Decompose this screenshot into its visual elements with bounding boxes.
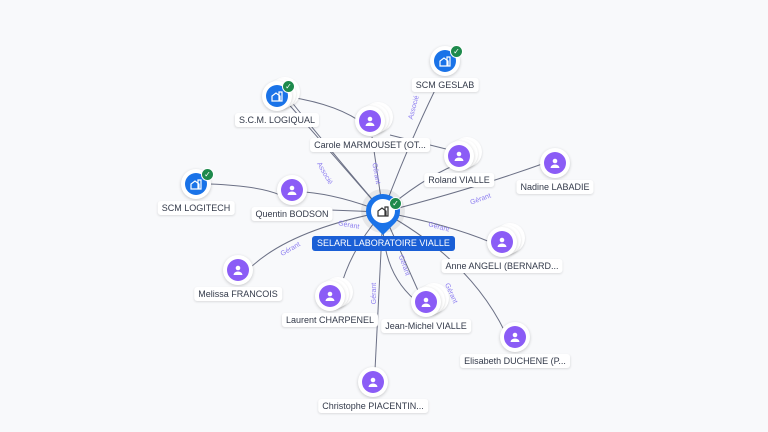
edge-nadine <box>382 162 546 213</box>
node-circle[interactable] <box>540 148 570 178</box>
center-node-label[interactable]: SELARL LABORATOIRE VIALLE <box>312 236 455 251</box>
node-circle[interactable] <box>262 81 292 111</box>
person-icon <box>319 285 341 307</box>
node-circle[interactable] <box>315 281 345 311</box>
node-label[interactable]: SCM GESLAB <box>411 78 479 92</box>
node-label[interactable]: Roland VIALLE <box>424 173 494 187</box>
node-circle[interactable] <box>444 141 474 171</box>
person-icon <box>281 179 303 201</box>
person-icon <box>359 110 381 132</box>
node-label[interactable]: Quentin BODSON <box>251 207 333 221</box>
node-circle[interactable] <box>277 175 307 205</box>
person-icon <box>504 326 526 348</box>
node-circle[interactable] <box>358 367 388 397</box>
node-circle[interactable] <box>355 106 385 136</box>
person-icon <box>362 371 384 393</box>
person-icon <box>415 291 437 313</box>
node-label[interactable]: Elisabeth DUCHENE (P... <box>460 354 570 368</box>
verified-icon: ✓ <box>282 80 295 93</box>
person-icon <box>227 259 249 281</box>
node-label[interactable]: SCM LOGITECH <box>157 201 235 215</box>
node-label[interactable]: Christophe PIACENTIN... <box>318 399 428 413</box>
edge-label-gerant: Gérant <box>371 282 379 305</box>
node-circle[interactable] <box>487 227 517 257</box>
node-label[interactable]: Anne ANGELI (BERNARD... <box>441 259 563 273</box>
edge-melissa <box>249 211 384 269</box>
node-circle[interactable] <box>500 322 530 352</box>
node-circle[interactable] <box>223 255 253 285</box>
node-label[interactable]: Melissa FRANCOIS <box>194 287 282 301</box>
person-icon <box>544 152 566 174</box>
node-label[interactable]: Jean-Michel VIALLE <box>381 319 471 333</box>
person-icon <box>491 231 513 253</box>
node-label[interactable]: Laurent CHARPENEL <box>281 313 379 327</box>
node-label[interactable]: Nadine LABADIE <box>516 180 594 194</box>
verified-icon: ✓ <box>201 168 214 181</box>
verified-icon: ✓ <box>389 197 402 210</box>
node-label[interactable]: S.C.M. LOGIQUAL <box>234 113 320 127</box>
edge-logitech <box>209 183 281 196</box>
verified-icon: ✓ <box>450 45 463 58</box>
node-label[interactable]: Carole MARMOUSET (OT... <box>310 138 430 152</box>
person-icon <box>448 145 470 167</box>
node-circle[interactable] <box>411 287 441 317</box>
